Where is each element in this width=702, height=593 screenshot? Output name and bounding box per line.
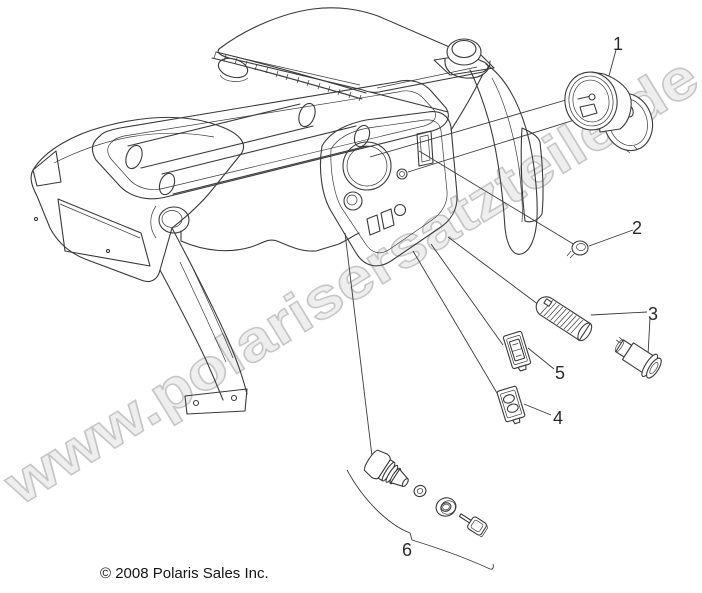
ignition-switch-opening bbox=[343, 191, 363, 211]
part-outlet-plug bbox=[614, 336, 662, 379]
copyright-text: © 2008 Polaris Sales Inc. bbox=[100, 565, 269, 582]
part-outlet-sleeve bbox=[535, 296, 593, 342]
callout-3-label: 3 bbox=[648, 304, 658, 324]
callout-labels: 1 2 3 4 5 6 bbox=[402, 34, 658, 560]
callout-2-label: 2 bbox=[632, 218, 642, 238]
part-nut-ring bbox=[435, 497, 457, 517]
part-gauge bbox=[564, 71, 654, 154]
part-ignition-switch bbox=[363, 449, 409, 488]
callout-1-label: 1 bbox=[613, 34, 623, 54]
part-key bbox=[458, 513, 488, 537]
part-switch bbox=[496, 385, 526, 425]
leader-lines bbox=[344, 49, 651, 570]
dashboard-body-drawing bbox=[30, 7, 544, 415]
callout-5-label: 5 bbox=[555, 363, 565, 383]
callout-4-label: 4 bbox=[553, 408, 563, 428]
gauge-opening bbox=[342, 141, 392, 191]
callout-6-label: 6 bbox=[402, 540, 412, 560]
part-washer bbox=[413, 484, 427, 498]
part-rocker-switch bbox=[502, 330, 532, 372]
part-screw bbox=[566, 240, 589, 259]
